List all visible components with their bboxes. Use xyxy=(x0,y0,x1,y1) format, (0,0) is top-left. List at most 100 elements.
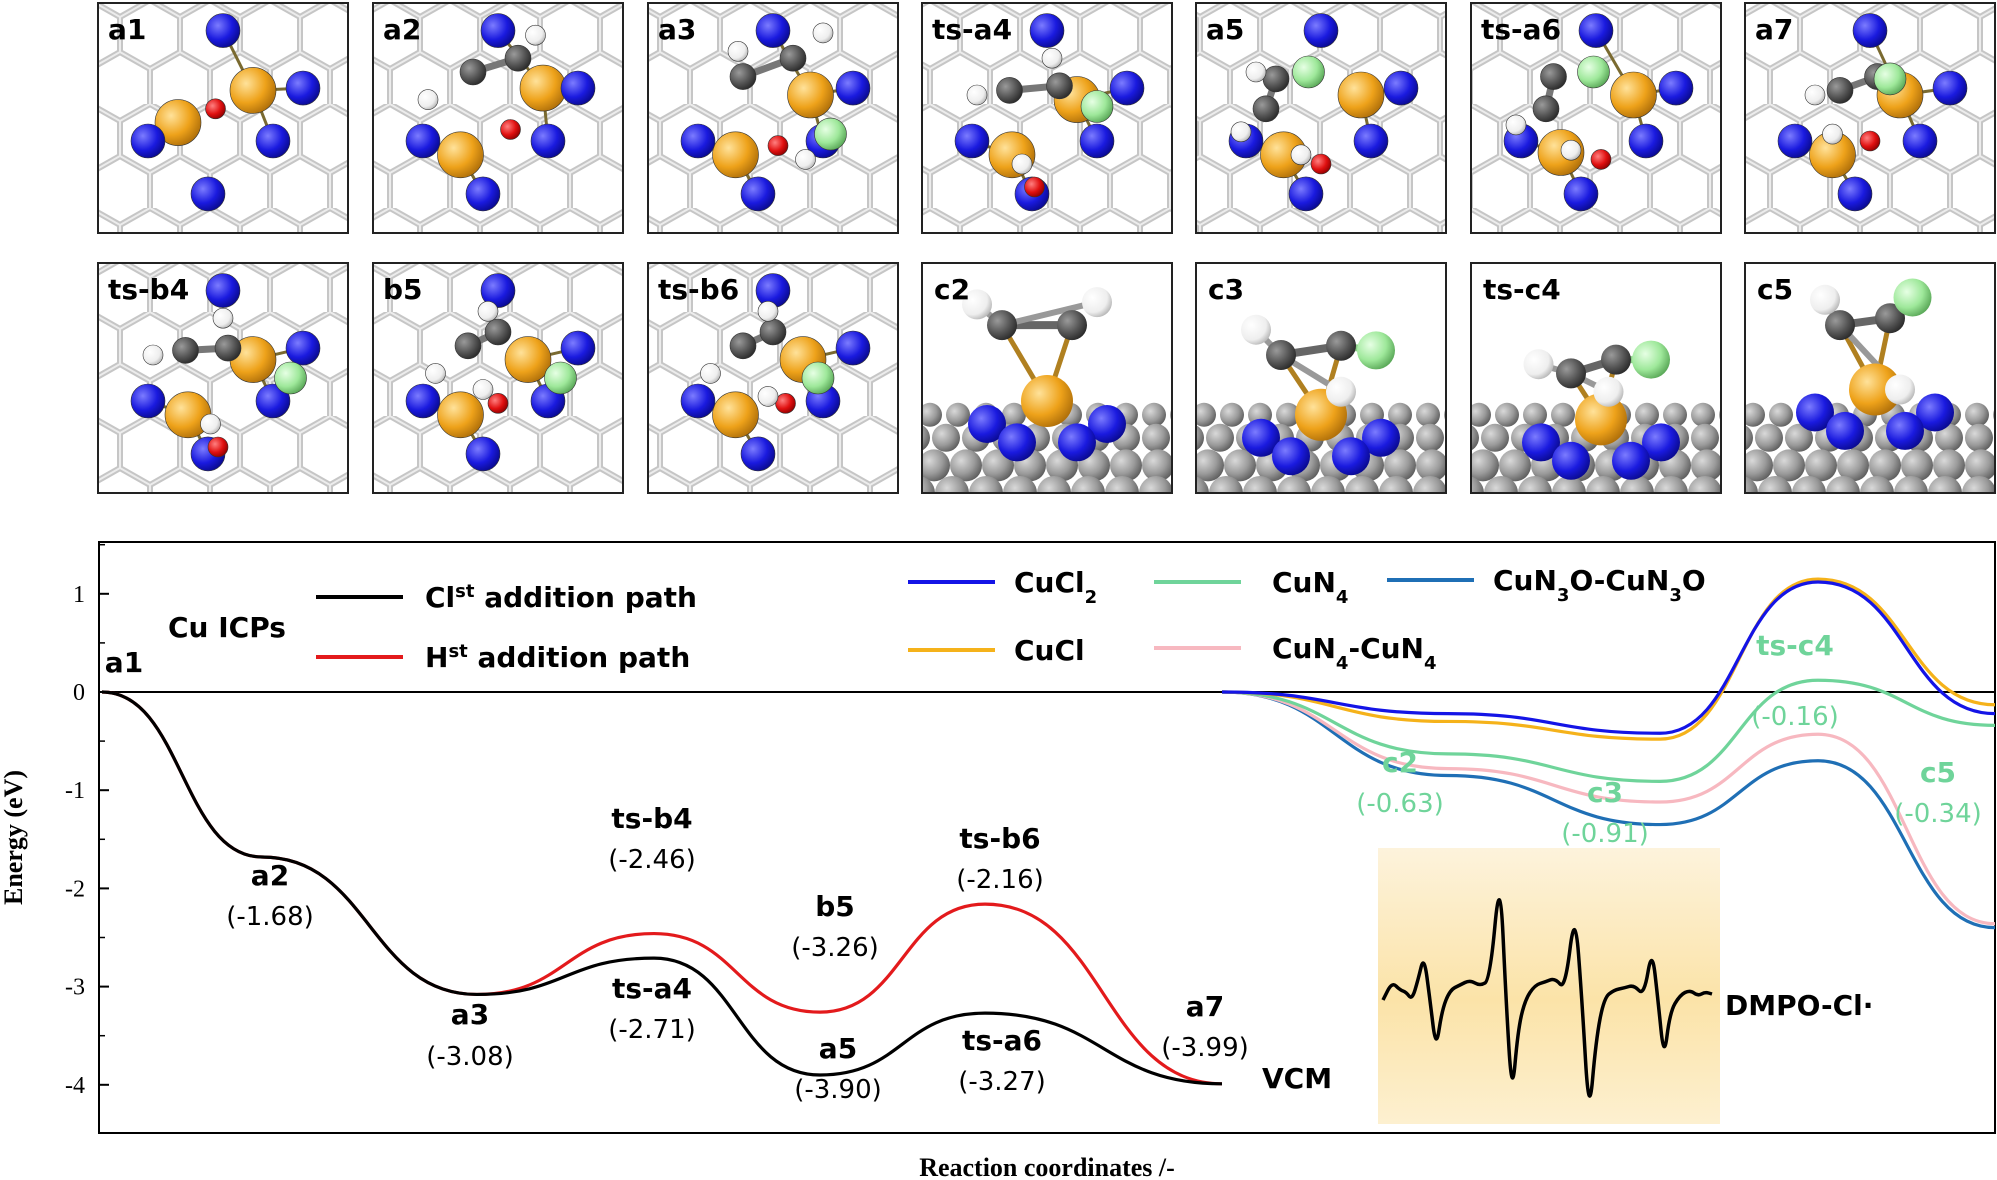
c-atom xyxy=(1326,330,1356,361)
point-name-a1: a1 xyxy=(105,646,143,679)
cl-atom xyxy=(1080,90,1114,123)
point-value-a2: (-1.68) xyxy=(226,902,314,932)
n-atom xyxy=(1552,441,1590,480)
n-atom xyxy=(1563,176,1599,212)
point-name-ts-b4: ts-b4 xyxy=(611,802,692,835)
n-atom xyxy=(405,123,441,159)
cu-atom xyxy=(437,131,484,179)
n-atom xyxy=(1288,176,1324,212)
point-value-ts-b4: (-2.46) xyxy=(608,845,696,875)
c-atom xyxy=(172,337,199,364)
c-atom xyxy=(779,44,807,72)
y-axis-title: Energy (eV) xyxy=(0,770,28,905)
epr-spectrum xyxy=(1381,898,1713,1098)
point-value-a5: (-3.90) xyxy=(794,1075,882,1105)
right-series xyxy=(1221,577,1996,930)
panel-ts-a6: ts-a6 xyxy=(1470,2,1722,234)
n-atom xyxy=(1777,123,1813,159)
o-atom xyxy=(775,392,796,414)
lattice xyxy=(648,3,898,233)
cu-atom xyxy=(437,391,484,439)
panel-frame xyxy=(1744,2,1996,234)
h-atom xyxy=(727,40,749,62)
point-name-b5: b5 xyxy=(815,890,855,923)
o-atom xyxy=(205,98,226,120)
c-atom xyxy=(729,63,757,90)
n-atom xyxy=(255,123,291,159)
legend-entry: CuN3O-CuN3O xyxy=(1493,564,1706,606)
cl-atom xyxy=(544,361,577,395)
h-atom xyxy=(477,300,499,322)
cu-atom xyxy=(229,67,277,114)
h-atom xyxy=(1230,121,1252,143)
cu-atom xyxy=(154,99,202,146)
o-atom xyxy=(487,392,509,414)
h-atom xyxy=(1290,144,1312,166)
side-view xyxy=(922,263,1172,493)
n-atom xyxy=(1029,13,1065,48)
n-atom xyxy=(1362,418,1400,457)
n-atom xyxy=(190,176,226,212)
lattice xyxy=(98,263,348,493)
series-line-Cl-first xyxy=(101,690,1223,1086)
legend-entry: CuN4-CuN4 xyxy=(1272,632,1437,674)
h-atom xyxy=(525,24,546,46)
side-view xyxy=(1196,263,1446,493)
c-atom xyxy=(1825,310,1855,341)
n-atom xyxy=(1642,423,1680,462)
plot-frame xyxy=(98,541,1996,1134)
panel-frame xyxy=(372,262,624,494)
point-name-a5: a5 xyxy=(819,1032,857,1065)
cl-atom xyxy=(1292,55,1325,89)
lattice xyxy=(1196,3,1446,233)
n-atom xyxy=(680,123,716,159)
h-atom xyxy=(1041,47,1063,69)
lattice xyxy=(373,263,623,493)
cl-atom xyxy=(1577,55,1610,89)
n-atom xyxy=(465,436,501,472)
n-atom xyxy=(1886,411,1924,450)
panel-c5: c5 xyxy=(1744,262,1996,494)
n-atom xyxy=(1932,70,1968,106)
panel-frame xyxy=(1470,2,1722,234)
n-atom xyxy=(1088,405,1126,443)
h-atom xyxy=(1011,153,1033,175)
o-atom xyxy=(1310,153,1332,175)
h-atom xyxy=(1245,61,1267,83)
panel-frame xyxy=(372,2,624,234)
panel-frame xyxy=(97,262,349,494)
side-view xyxy=(1471,263,1721,493)
panel-frame xyxy=(921,262,1173,494)
n-atom xyxy=(1058,423,1096,462)
lattice xyxy=(1471,3,1721,233)
panel-frame xyxy=(921,2,1173,234)
o-atom xyxy=(500,119,521,140)
n-atom xyxy=(1658,70,1694,106)
h-atom xyxy=(1822,123,1843,145)
h-atom xyxy=(1810,284,1840,315)
panel-b5: b5 xyxy=(372,262,624,494)
h-atom xyxy=(962,289,992,320)
y-tick-label: 0 xyxy=(73,680,85,706)
legend-entry: Hst addition path xyxy=(425,641,690,675)
cl-atom xyxy=(801,361,835,395)
panel-a7: a7 xyxy=(1744,2,1996,234)
c-atom xyxy=(214,334,242,362)
point-value-c5: (-0.34) xyxy=(1894,799,1982,829)
h-atom xyxy=(1593,376,1624,407)
h-atom xyxy=(1885,374,1915,405)
epr-label: DMPO-Cl· xyxy=(1725,989,1873,1022)
point-name-ts-a6: ts-a6 xyxy=(962,1024,1042,1057)
n-atom xyxy=(680,383,716,419)
n-atom xyxy=(1383,70,1419,106)
panel-ts-a4: ts-a4 xyxy=(921,2,1173,234)
panel-label: c2 xyxy=(934,273,970,306)
n-atom xyxy=(130,383,166,419)
panel-a5: a5 xyxy=(1195,2,1447,234)
n-atom xyxy=(1916,393,1954,432)
y-tick-label: -4 xyxy=(65,1073,85,1099)
y-tick-label: -3 xyxy=(65,975,85,1001)
cu-atom xyxy=(504,336,552,383)
c-atom xyxy=(1540,63,1567,90)
